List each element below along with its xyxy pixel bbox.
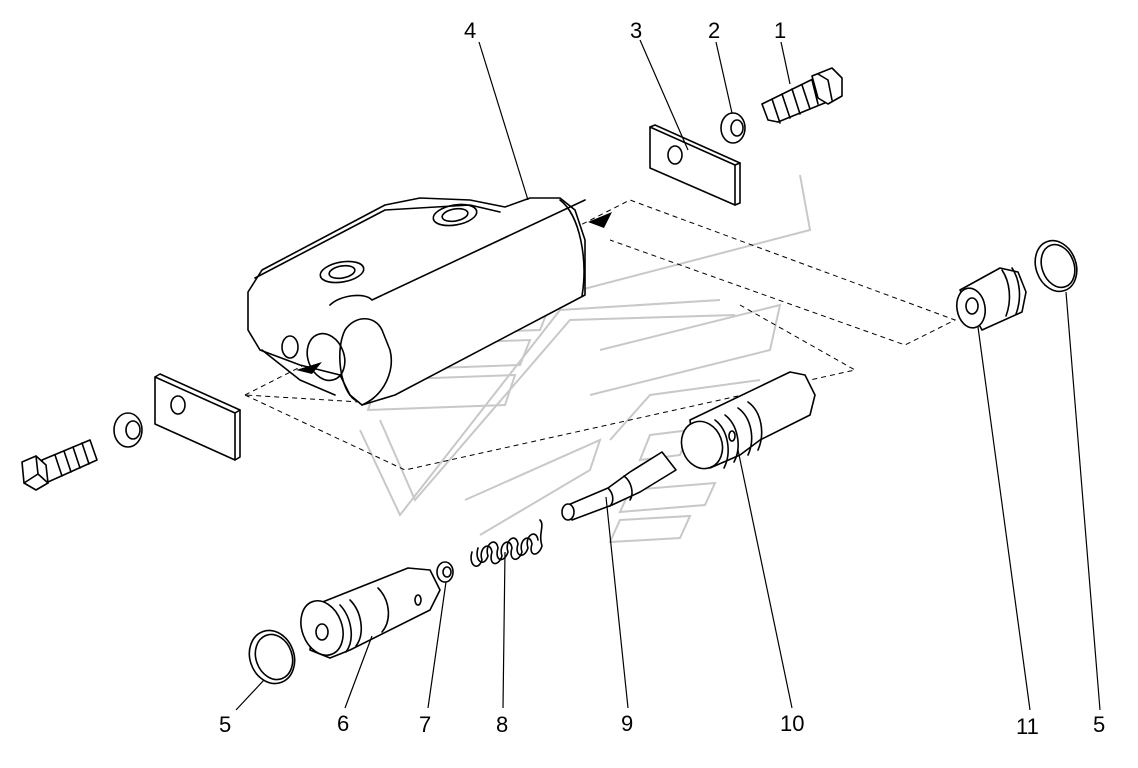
plate-top bbox=[649, 124, 741, 206]
pin bbox=[561, 451, 677, 521]
callout-7: 7 bbox=[419, 712, 431, 737]
bolt-left bbox=[21, 439, 98, 491]
callout-10: 10 bbox=[780, 711, 804, 736]
callout-3: 3 bbox=[630, 18, 642, 43]
o-ring-left bbox=[248, 629, 296, 685]
lock-washer-left bbox=[113, 412, 143, 448]
adjuster bbox=[955, 267, 1027, 331]
callout-8: 8 bbox=[496, 712, 508, 737]
callout-5-left: 5 bbox=[219, 712, 231, 737]
plate-left bbox=[154, 373, 241, 461]
spring bbox=[470, 519, 543, 567]
callout-2: 2 bbox=[708, 18, 720, 43]
callout-6: 6 bbox=[337, 711, 349, 736]
watermark-logo bbox=[359, 174, 812, 544]
callout-1: 1 bbox=[774, 18, 786, 43]
callout-labels: 1 2 3 4 5 5 6 7 8 9 10 11 bbox=[219, 18, 1105, 739]
leader-lines bbox=[235, 39, 1101, 711]
valve-spool bbox=[680, 371, 816, 470]
o-ring-right bbox=[1034, 239, 1078, 293]
callout-11: 11 bbox=[1016, 714, 1039, 739]
callout-5-right: 5 bbox=[1093, 712, 1105, 737]
callout-9: 9 bbox=[621, 711, 633, 736]
spool-plug bbox=[300, 567, 441, 659]
callout-4: 4 bbox=[464, 18, 476, 43]
lock-washer-top bbox=[720, 112, 746, 144]
assembly-guide-lines bbox=[244, 199, 957, 471]
small-washer bbox=[436, 561, 454, 583]
bolt-top bbox=[761, 67, 843, 124]
housing-body bbox=[247, 197, 612, 406]
